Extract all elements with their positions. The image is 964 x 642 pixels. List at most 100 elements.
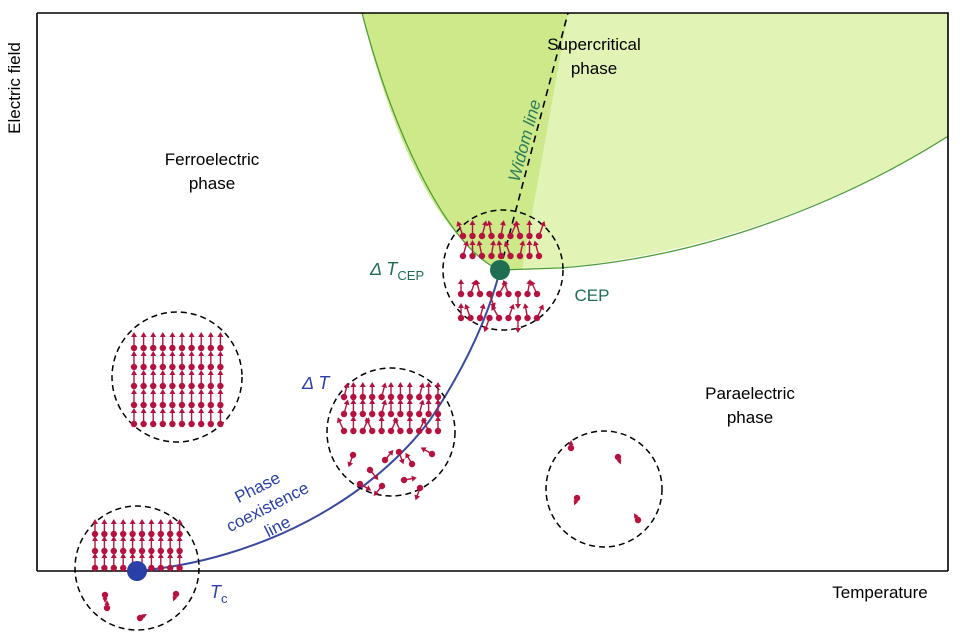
dipole-arrow-icon <box>159 370 166 390</box>
dipole-arrow-icon <box>505 303 515 322</box>
dipole-arrow-icon <box>469 240 476 260</box>
dipoles <box>91 220 642 622</box>
dipole-arrow-icon <box>366 466 379 480</box>
cep-label: CEP <box>575 286 610 305</box>
dipole-arrow-icon <box>416 382 425 401</box>
dipole-arrow-icon <box>110 536 117 555</box>
dipole-arrow-icon <box>340 382 350 401</box>
supercritical-region <box>361 13 948 271</box>
dipole-arrow-icon <box>176 553 183 572</box>
dipole-arrow-icon <box>178 408 186 428</box>
dipole-arrow-icon <box>138 519 146 538</box>
dipole-dot-icon <box>614 453 622 465</box>
delta-t-cep-sub: CEP <box>397 268 424 283</box>
dipole-arrow-icon <box>101 536 108 555</box>
dipole-arrow-icon <box>533 304 544 322</box>
dipole-arrow-icon <box>150 351 157 371</box>
phase-coexistence-line <box>136 269 501 572</box>
dipole-arrow-icon <box>159 408 166 428</box>
dipole-arrow-icon <box>434 382 442 401</box>
dipole-arrow-icon <box>457 303 465 322</box>
dipole-arrow-icon <box>347 451 357 468</box>
dipole-arrow-icon <box>414 484 424 501</box>
dipole-arrow-icon <box>198 332 205 352</box>
dipole-arrow-icon <box>406 416 413 435</box>
dipole-arrow-icon <box>130 332 138 352</box>
dipole-arrow-icon <box>198 351 205 371</box>
dipole-arrow-icon <box>217 332 224 352</box>
dipole-arrow-icon <box>198 389 205 409</box>
dipole-dot-icon <box>136 614 147 622</box>
dipole-arrow-icon <box>169 332 176 352</box>
dipole-arrow-icon <box>207 351 214 371</box>
dipole-arrow-icon <box>369 382 376 401</box>
dipole-arrow-icon <box>140 408 147 428</box>
widom-line <box>499 12 569 271</box>
dipole-arrow-icon <box>207 389 214 409</box>
dipole-arrow-icon <box>176 519 183 538</box>
dipole-arrow-icon <box>535 220 546 240</box>
dipole-arrow-icon <box>456 220 467 240</box>
dipole-dot-icon <box>103 600 111 612</box>
dipole-arrow-icon <box>178 370 186 390</box>
dipole-arrow-icon <box>469 220 476 240</box>
dipole-arrow-icon <box>207 408 214 428</box>
dipole-arrow-icon <box>395 448 405 465</box>
dipole-arrow-icon <box>148 519 155 538</box>
dipole-arrow-icon <box>350 382 357 401</box>
dipole-arrow-icon <box>148 536 155 555</box>
dipole-arrow-icon <box>130 370 138 390</box>
dipole-arrow-icon <box>405 452 416 468</box>
dipole-arrow-icon <box>464 303 474 322</box>
dipole-arrow-icon <box>178 389 186 409</box>
dipole-arrow-icon <box>150 370 157 390</box>
dipole-arrow-icon <box>140 332 147 352</box>
dipole-arrow-icon <box>198 408 205 428</box>
dipole-arrow-icon <box>340 399 350 418</box>
dipole-arrow-icon <box>159 351 166 371</box>
dipole-arrow-icon <box>406 382 413 401</box>
domain-circle <box>442 209 564 331</box>
y-axis-label: Electric field <box>5 42 24 134</box>
dipole-arrow-icon <box>140 389 147 409</box>
dipole-arrow-icon <box>350 399 357 418</box>
domain-circle <box>111 311 243 443</box>
dipole-arrow-icon <box>420 447 436 458</box>
dipole-arrow-icon <box>217 408 224 428</box>
dipole-arrow-icon <box>148 553 155 572</box>
dipole-arrow-icon <box>434 416 442 435</box>
dipole-dot-icon <box>172 590 180 602</box>
dipole-arrow-icon <box>416 399 425 418</box>
dipole-arrow-icon <box>150 389 157 409</box>
dipole-arrow-icon <box>157 553 164 572</box>
dipole-arrow-icon <box>526 220 533 240</box>
dipole-arrow-icon <box>474 279 484 298</box>
dipole-arrow-icon <box>176 536 183 555</box>
dipole-dot-icon <box>573 494 581 506</box>
dipole-arrow-icon <box>110 519 117 538</box>
dipole-arrow-icon <box>130 351 138 371</box>
dipole-arrow-icon <box>514 220 524 240</box>
dipole-arrow-icon <box>198 370 205 390</box>
dipole-arrow-icon <box>459 240 469 260</box>
dipole-arrow-icon <box>159 332 166 352</box>
dipole-arrow-icon <box>140 351 147 371</box>
dipole-arrow-icon <box>514 314 522 333</box>
dipole-arrow-icon <box>159 389 166 409</box>
dipole-arrow-icon <box>188 389 195 409</box>
dipole-arrow-icon <box>120 536 127 555</box>
ferroelectric-label-line2: phase <box>189 174 235 193</box>
dipole-arrow-icon <box>188 351 195 371</box>
dipole-arrow-icon <box>91 536 99 555</box>
dipole-arrow-icon <box>157 519 164 538</box>
dipole-arrow-icon <box>421 417 432 435</box>
dipole-arrow-icon <box>120 553 127 572</box>
dipole-arrow-icon <box>120 519 127 538</box>
dipole-arrow-icon <box>101 519 108 538</box>
dipole-arrow-icon <box>378 416 385 435</box>
delta-t-label: Δ T <box>301 373 331 393</box>
dipole-arrow-icon <box>530 280 541 298</box>
dipole-arrow-icon <box>476 240 486 260</box>
dipole-arrow-icon <box>150 408 157 428</box>
